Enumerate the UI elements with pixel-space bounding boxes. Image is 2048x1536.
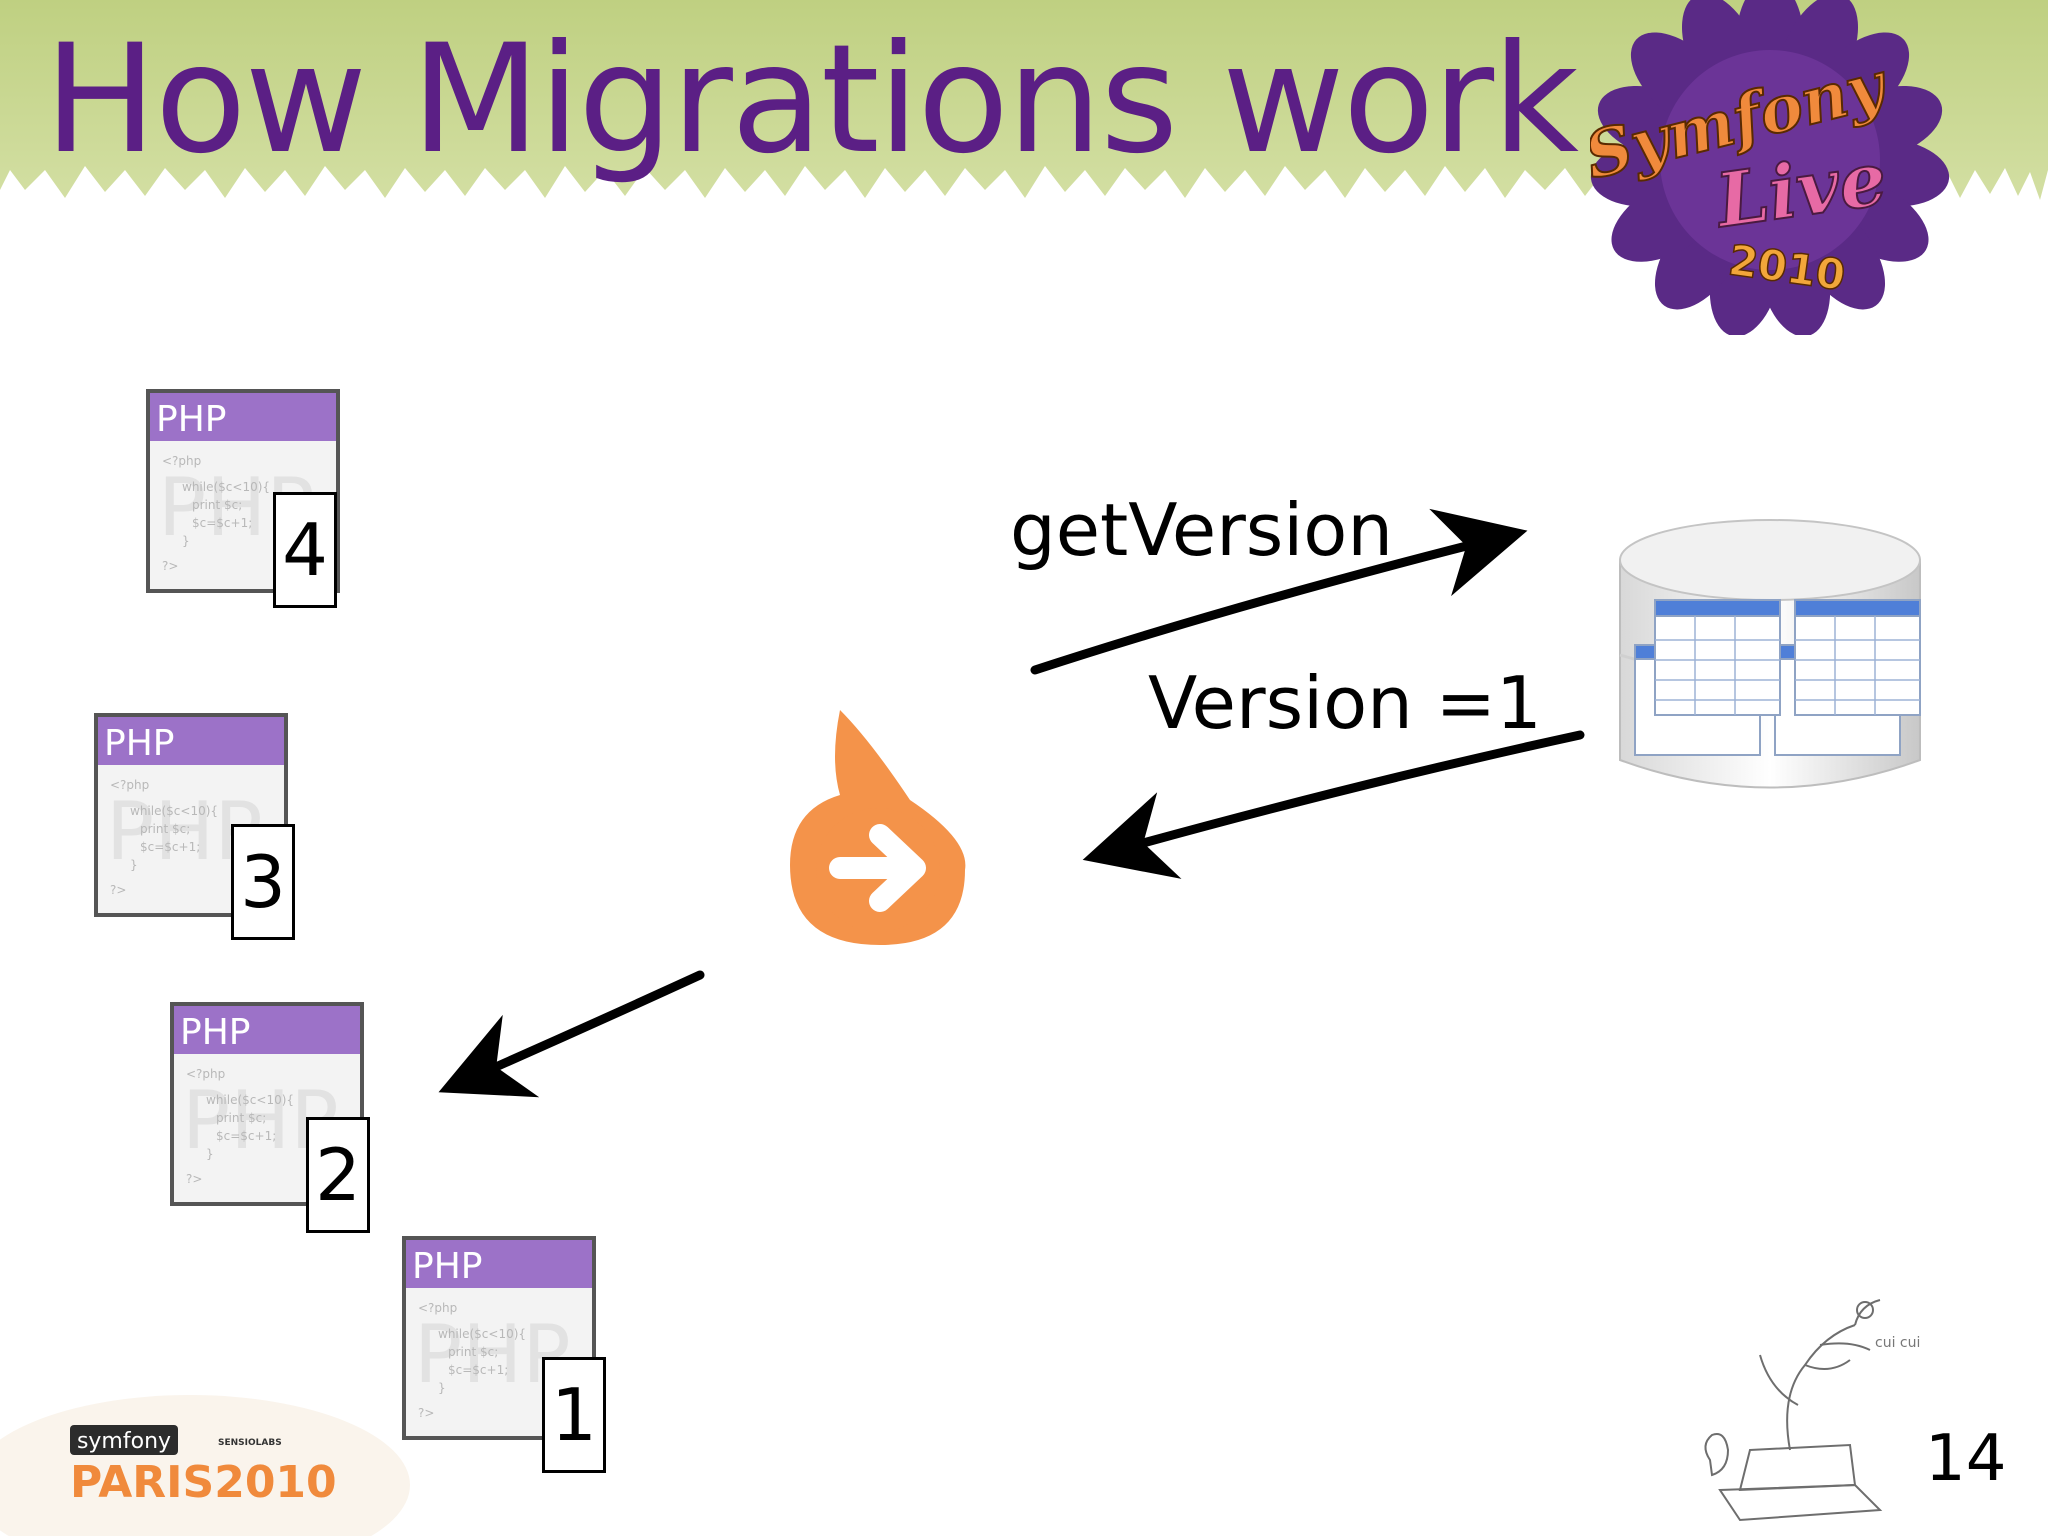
svg-text:}: } [182,534,190,548]
doodle-illustration-icon: cui cui.. [1680,1285,1920,1525]
version-result-label: Version =1 [1148,661,1542,745]
svg-text:$c=$c+1;: $c=$c+1; [192,516,252,530]
paris-logo-partner: SENSIOLABS [218,1438,282,1448]
svg-text:print $c;: print $c; [448,1345,498,1359]
svg-text:}: } [130,858,138,872]
svg-text:print $c;: print $c; [140,822,190,836]
version-result-arrow [1100,735,1580,855]
doctrine-logo-icon [770,690,990,950]
svg-text:print $c;: print $c; [192,498,242,512]
migration-number-3: 3 [231,824,295,940]
paris-2010-logo-icon: symfony SENSIOLABS PARIS2010 [0,1395,410,1536]
database-icon [1610,505,1930,825]
svg-text:PHP: PHP [412,1246,483,1287]
svg-text:while($c<10){: while($c<10){ [438,1327,526,1341]
page-number: 14 [1925,1422,2006,1496]
get-version-label: getVersion [1010,488,1393,572]
svg-text:<?php: <?php [110,778,149,792]
migration-number-1: 1 [542,1357,606,1473]
svg-text:?>: ?> [162,559,178,573]
migration-number-4: 4 [273,492,337,608]
svg-text:?>: ?> [110,883,126,897]
svg-text:}: } [438,1381,446,1395]
svg-text:?>: ?> [418,1406,434,1420]
svg-text:while($c<10){: while($c<10){ [130,804,218,818]
paris-logo-brand: symfony [77,1429,171,1454]
svg-text:}: } [206,1147,214,1161]
migrate-arrow [455,975,700,1085]
paris-logo-event: PARIS2010 [70,1457,337,1508]
svg-text:<?php: <?php [162,454,201,468]
doodle-text: cui cui.. [1875,1335,1920,1351]
svg-text:PHP: PHP [104,723,175,764]
svg-text:while($c<10){: while($c<10){ [206,1093,294,1107]
migration-number-2: 2 [306,1117,370,1233]
svg-text:$c=$c+1;: $c=$c+1; [448,1363,508,1377]
svg-text:print $c;: print $c; [216,1111,266,1125]
svg-text:PHP: PHP [180,1012,251,1053]
svg-text:PHP: PHP [156,399,227,440]
svg-text:<?php: <?php [186,1067,225,1081]
svg-text:$c=$c+1;: $c=$c+1; [140,840,200,854]
svg-text:<?php: <?php [418,1301,457,1315]
svg-text:?>: ?> [186,1172,202,1186]
svg-text:while($c<10){: while($c<10){ [182,480,270,494]
svg-text:$c=$c+1;: $c=$c+1; [216,1129,276,1143]
